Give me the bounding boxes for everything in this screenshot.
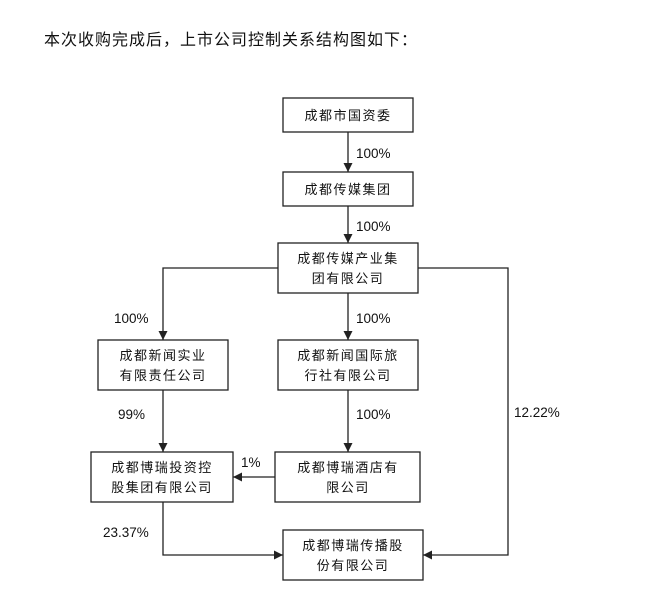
box-borui-hotel	[274, 451, 421, 503]
box-sasac	[282, 97, 414, 133]
pct-sasac-to-media-group: 100%	[356, 146, 391, 161]
intro-text: 本次收购完成后，上市公司控制关系结构图如下：	[44, 30, 419, 49]
label-news-industry-1: 成都新闻实业	[119, 348, 206, 364]
label-borui-invest-1: 成都博瑞投资控	[111, 460, 213, 476]
box-borui-invest	[90, 451, 234, 503]
arrow-industry-to-listed	[418, 267, 509, 560]
label-borui-invest-2: 股集团有限公司	[111, 480, 213, 496]
pct-industry-to-listed: 12.22%	[514, 405, 560, 420]
label-borui-hotel-2: 限公司	[326, 481, 370, 496]
label-news-industry-2: 有限责任公司	[119, 369, 206, 384]
pct-hotel-to-borui-invest: 1%	[241, 455, 261, 470]
pct-media-group-to-industry: 100%	[356, 219, 391, 234]
arrow-borui-invest-to-listed	[162, 502, 283, 560]
label-news-travel-1: 成都新闻国际旅	[297, 348, 399, 364]
label-borui-listed-1: 成都博瑞传播股	[302, 539, 404, 554]
box-news-industry	[97, 339, 229, 391]
pct-news-industry-to-borui-invest: 99%	[118, 407, 145, 422]
box-borui-listed	[282, 529, 424, 581]
label-borui-hotel-1: 成都博瑞酒店有	[297, 461, 399, 476]
pct-news-travel-to-hotel: 100%	[356, 407, 391, 422]
label-borui-listed-2: 份有限公司	[317, 559, 390, 574]
pct-industry-to-news-industry: 100%	[114, 311, 149, 326]
pct-borui-invest-to-listed: 23.37%	[103, 525, 149, 540]
arrow-industry-to-news-industry	[158, 267, 278, 340]
label-media-group: 成都传媒集团	[304, 182, 391, 198]
label-media-industry-1: 成都传媒产业集	[297, 251, 399, 267]
pct-industry-to-news-travel: 100%	[356, 311, 391, 326]
label-news-travel-2: 行社有限公司	[304, 368, 391, 384]
label-sasac: 成都市国资委	[304, 108, 391, 124]
label-media-industry-2: 团有限公司	[312, 272, 385, 287]
